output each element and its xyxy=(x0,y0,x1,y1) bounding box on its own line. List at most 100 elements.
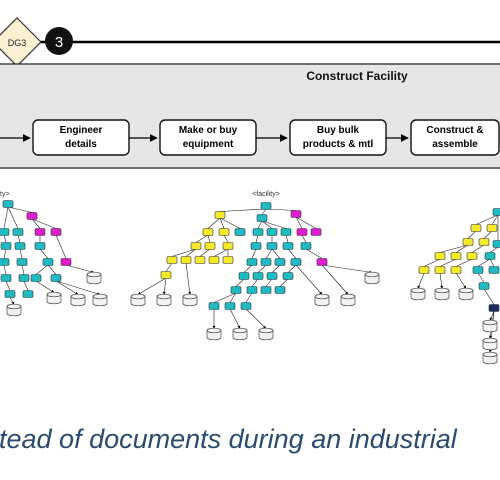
step-label-line2: equipment xyxy=(183,139,234,150)
tree-node xyxy=(290,210,302,218)
tree-edge xyxy=(477,258,491,267)
tree-node xyxy=(34,242,46,250)
tree-edge xyxy=(23,280,29,291)
tree-node xyxy=(4,290,16,298)
tree-edge xyxy=(19,248,23,259)
database-node-top xyxy=(130,293,146,300)
tree-edge xyxy=(417,272,425,289)
tree-edge xyxy=(477,272,485,283)
tree-edge xyxy=(3,264,7,275)
tree-node xyxy=(274,286,286,294)
tree-edge xyxy=(35,280,55,293)
tree-node xyxy=(478,238,490,246)
tree-node xyxy=(260,258,272,266)
step-number-badge: 3 xyxy=(45,27,73,55)
step-label-line2: details xyxy=(65,139,97,150)
tree-edge xyxy=(137,277,167,295)
tree-edge xyxy=(55,280,79,295)
step-box-engineer-details: Engineer details xyxy=(32,119,130,156)
tree-edge xyxy=(321,264,373,274)
tree-edge xyxy=(439,272,444,289)
tree-edge xyxy=(471,244,485,253)
tree-edge xyxy=(7,206,33,213)
facility-tree-middle: <facility> xyxy=(130,191,380,341)
tree-node xyxy=(300,242,312,250)
tree-node xyxy=(434,266,446,274)
tree-node xyxy=(50,274,62,282)
tree-node xyxy=(190,242,202,250)
database-node-top xyxy=(46,291,62,298)
decision-gate-diamond: DG3 xyxy=(0,17,42,67)
tree-edge xyxy=(455,244,469,253)
database-node-top xyxy=(458,287,474,294)
tree-edge xyxy=(295,264,323,295)
tree-node xyxy=(282,272,294,280)
tree-edge xyxy=(162,277,167,295)
phase-title: Construct Facility xyxy=(306,69,408,83)
tree-node xyxy=(0,274,12,282)
tree-edge xyxy=(295,216,317,229)
tree-node xyxy=(434,252,446,260)
tree-node xyxy=(238,272,250,280)
database-node-top xyxy=(482,351,498,358)
tree-edge xyxy=(423,258,441,267)
database-node-top xyxy=(92,293,108,300)
tree-node xyxy=(266,228,278,236)
tree-edge xyxy=(257,264,267,273)
tree-node xyxy=(280,228,292,236)
tree-node xyxy=(2,200,14,208)
tree-node xyxy=(246,286,258,294)
tree-node xyxy=(204,242,216,250)
database-node-top xyxy=(434,287,450,294)
tree-edge xyxy=(223,234,229,243)
tree-edge xyxy=(213,292,237,303)
tree-edge xyxy=(5,280,11,291)
tree-edge xyxy=(31,218,57,229)
tree-edge xyxy=(245,308,267,329)
tree-node xyxy=(166,256,178,264)
tree-root-label: <facility> xyxy=(252,191,280,198)
tree-edge xyxy=(195,234,209,243)
tree-edge xyxy=(219,208,267,212)
tree-node xyxy=(230,286,242,294)
tree-edge xyxy=(229,308,241,329)
database-node-top xyxy=(232,327,248,334)
tree-node xyxy=(418,266,430,274)
tree-edge xyxy=(171,248,197,257)
tree-node xyxy=(274,258,286,266)
tree-node xyxy=(160,271,172,279)
tree-edge xyxy=(475,214,499,225)
tree-edge xyxy=(439,244,469,253)
database-node-top xyxy=(364,271,380,278)
tree-edge xyxy=(3,234,7,243)
database-node-top xyxy=(258,327,274,334)
tree-edge xyxy=(261,220,273,229)
tree-node xyxy=(180,256,192,264)
tree-edge xyxy=(489,310,495,321)
tree-edge xyxy=(285,234,289,243)
tree-node xyxy=(30,274,42,282)
tree-edge xyxy=(55,280,101,296)
tree-node xyxy=(234,228,246,236)
database-node-top xyxy=(6,303,22,310)
tree-node xyxy=(488,304,500,312)
tree-edge xyxy=(65,264,95,274)
tree-node xyxy=(208,256,220,264)
database-node-top xyxy=(86,271,102,278)
database-node-top xyxy=(182,293,198,300)
tree-node xyxy=(194,256,206,264)
tree-node xyxy=(240,302,252,310)
tree-edge xyxy=(7,206,19,229)
tree-node xyxy=(60,258,72,266)
tree-node xyxy=(462,238,474,246)
tree-node xyxy=(202,228,214,236)
tree-node xyxy=(222,242,234,250)
tree-edge xyxy=(321,264,349,295)
tree-node xyxy=(290,258,302,266)
step-number: 3 xyxy=(55,34,63,51)
database-node-top xyxy=(410,287,426,294)
tree-node xyxy=(296,228,308,236)
tree-edge xyxy=(489,246,499,253)
tree-node xyxy=(450,252,462,260)
tree-edge xyxy=(261,220,287,229)
